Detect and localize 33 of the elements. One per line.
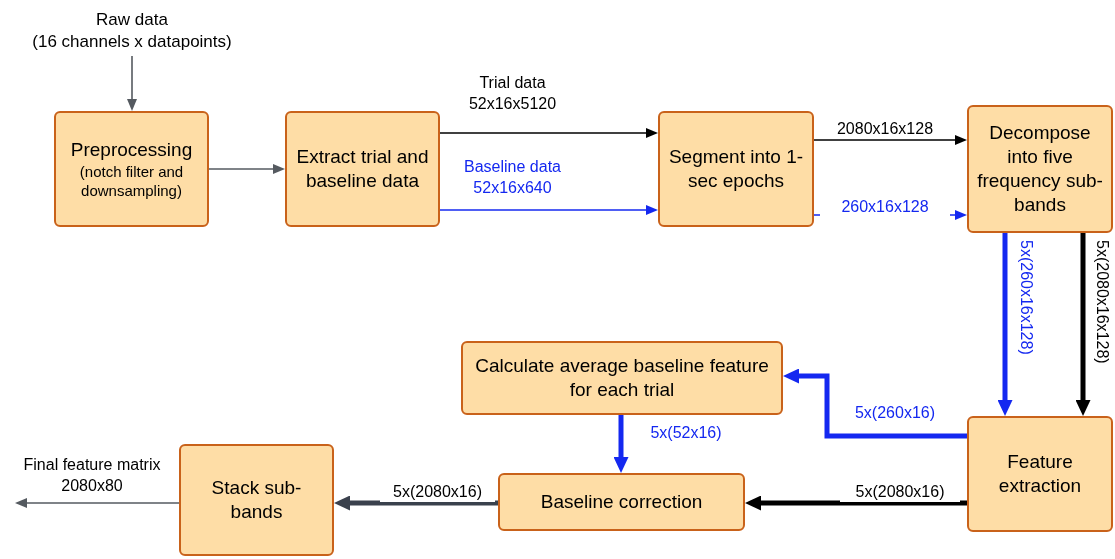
arrow	[813, 135, 967, 145]
box-title: Decompose into five frequency sub-bands	[977, 121, 1103, 217]
box-title: Calculate average baseline feature for each trial	[474, 354, 770, 402]
arrow	[783, 368, 967, 439]
edge-label: 5x(260x16x128)	[1016, 240, 1036, 355]
process-box	[54, 111, 209, 227]
process-box	[967, 416, 1113, 532]
input-label: (16 channels x datapoints)	[32, 31, 232, 53]
box-title: Feature extraction	[997, 450, 1083, 498]
arrow	[127, 55, 137, 111]
arrow	[439, 128, 658, 138]
box-title: Baseline correction	[540, 490, 703, 514]
arrow	[745, 495, 967, 511]
process-box	[285, 111, 440, 227]
arrow	[613, 415, 629, 473]
box-title: Stack sub-bands	[210, 476, 303, 524]
box-subtitle: (notch filter and downsampling)	[78, 162, 185, 200]
box-title: Preprocessing	[70, 138, 193, 162]
process-box	[658, 111, 814, 227]
arrow	[439, 205, 658, 215]
edge-label: 5x(2080x16x128)	[1092, 240, 1112, 364]
arrow	[208, 164, 285, 174]
arrow	[15, 498, 180, 508]
arrow	[334, 495, 498, 511]
arrow	[1075, 233, 1091, 416]
box-title: Extract trial and baseline data	[295, 145, 430, 193]
box-title: Segment into 1-sec epochs	[668, 145, 804, 193]
process-box	[967, 105, 1113, 233]
process-box	[498, 473, 745, 531]
arrow	[997, 233, 1013, 416]
process-box	[179, 444, 334, 556]
process-box	[461, 341, 783, 415]
input-label: Raw data	[96, 9, 168, 31]
